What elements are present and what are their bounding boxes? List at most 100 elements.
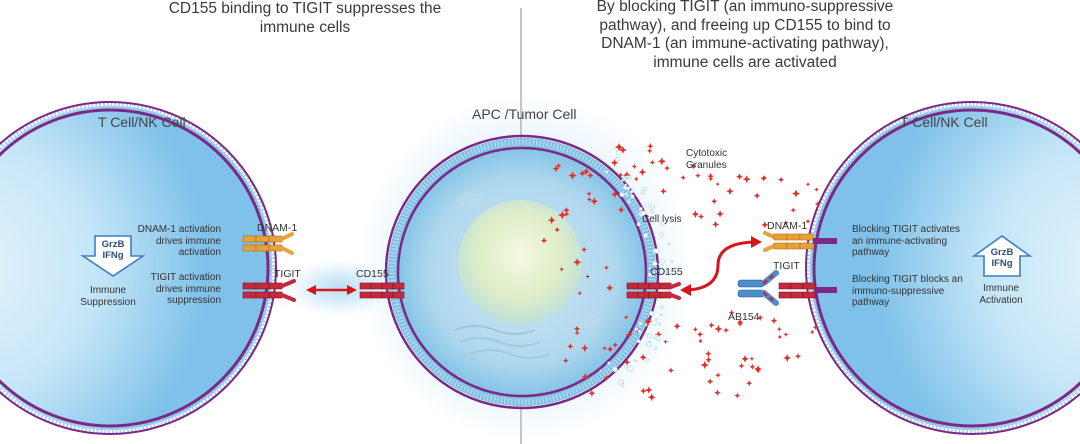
granule — [690, 162, 697, 170]
granule — [610, 159, 619, 167]
ab154-antibody — [737, 270, 779, 306]
granule — [563, 211, 570, 217]
debris-particle — [655, 335, 661, 341]
tumor-cell-label: APC /Tumor Cell — [472, 106, 577, 122]
debris-particle — [659, 232, 664, 237]
granule — [619, 146, 627, 154]
granule — [708, 176, 714, 182]
granule — [706, 378, 714, 385]
dnam1-activation-note: DNAM-1 activation drives immune activati… — [137, 224, 221, 258]
granule — [707, 172, 714, 180]
granule — [581, 373, 590, 381]
debris-particle — [667, 242, 671, 246]
granule — [647, 142, 654, 150]
granule — [705, 350, 712, 358]
debris-particle — [643, 232, 648, 238]
granule — [638, 168, 647, 176]
granule — [645, 386, 653, 394]
granule — [603, 375, 610, 381]
cd155-dnam1-binding-arrow — [680, 236, 762, 296]
granule — [668, 367, 674, 374]
granule — [783, 332, 789, 337]
debris-particle — [636, 222, 641, 227]
debris-particle — [659, 313, 663, 317]
granule — [617, 206, 625, 214]
debris-particle — [644, 323, 648, 327]
left-tigit-label: TIGIT — [274, 268, 301, 280]
granule — [749, 356, 755, 361]
granule — [761, 221, 769, 229]
granule — [757, 314, 764, 321]
left-tigit-receptor — [242, 279, 296, 302]
granule — [734, 392, 741, 399]
granule — [559, 266, 564, 272]
tigit-activation-note: TIGIT activation drives immune suppressi… — [150, 272, 221, 306]
granule — [603, 265, 609, 271]
debris-particle — [654, 248, 660, 254]
granule — [792, 189, 801, 198]
granule — [634, 327, 642, 335]
granule — [778, 176, 785, 183]
granule — [611, 191, 619, 198]
granule — [580, 344, 589, 352]
debris-particle — [627, 200, 631, 204]
debris-particle — [630, 189, 634, 194]
granule — [568, 171, 577, 180]
granule — [640, 387, 647, 395]
granule — [790, 207, 796, 213]
granule — [605, 284, 614, 292]
cytotoxic-granules — [540, 142, 821, 402]
debris-particle — [620, 383, 625, 387]
ab154-label: AB154 — [728, 311, 760, 323]
granule — [698, 338, 703, 344]
granule — [715, 372, 721, 378]
granule — [631, 163, 637, 169]
granule — [657, 157, 666, 166]
left-cd155-label: CD155 — [356, 268, 389, 280]
granule — [777, 334, 783, 340]
granule — [590, 197, 599, 206]
granule — [581, 246, 587, 253]
left-dnam1-label: DNAM-1 — [257, 222, 298, 234]
granule — [760, 175, 767, 182]
granule — [755, 368, 761, 374]
granule — [712, 220, 720, 228]
blocking-tigit-blocks-note: Blocking TIGIT blocks an immuno-suppress… — [852, 274, 963, 308]
left-immune-cell — [0, 101, 277, 435]
granule — [711, 198, 718, 205]
granule — [673, 322, 681, 330]
granule — [698, 213, 705, 220]
debris-particle — [626, 175, 631, 179]
debris-particle — [660, 305, 664, 309]
debris-particle — [640, 210, 647, 217]
granule — [623, 358, 631, 366]
debris-particle — [646, 333, 652, 339]
granule — [776, 326, 782, 332]
debris-particle — [660, 220, 666, 226]
debris-particle — [615, 156, 620, 161]
granule — [728, 309, 735, 316]
granule — [714, 389, 721, 397]
debris-particle — [670, 259, 674, 263]
granule — [602, 345, 607, 351]
granule — [749, 363, 756, 370]
right-cd155-ligand — [626, 282, 681, 300]
nucleus — [458, 200, 582, 324]
granule — [738, 362, 745, 369]
debris-particle — [642, 186, 648, 192]
binding-glow — [285, 260, 395, 316]
tumor-cell — [355, 93, 695, 443]
granule — [753, 192, 761, 199]
debris-particle — [664, 270, 668, 274]
left-cytokine-label: GrzB IFNg — [101, 239, 125, 261]
granule — [540, 237, 548, 244]
immune-activation-arrow-icon — [971, 235, 1033, 277]
granule — [680, 175, 686, 181]
granule — [716, 210, 724, 218]
granule — [814, 201, 821, 208]
right-cd155-label: CD155 — [650, 266, 683, 278]
right-dnam1-label: DNAM-1 — [767, 220, 808, 232]
granule — [805, 182, 811, 187]
blocking-tigit-activates-note: Blocking TIGIT activates an immune-activ… — [852, 224, 961, 258]
